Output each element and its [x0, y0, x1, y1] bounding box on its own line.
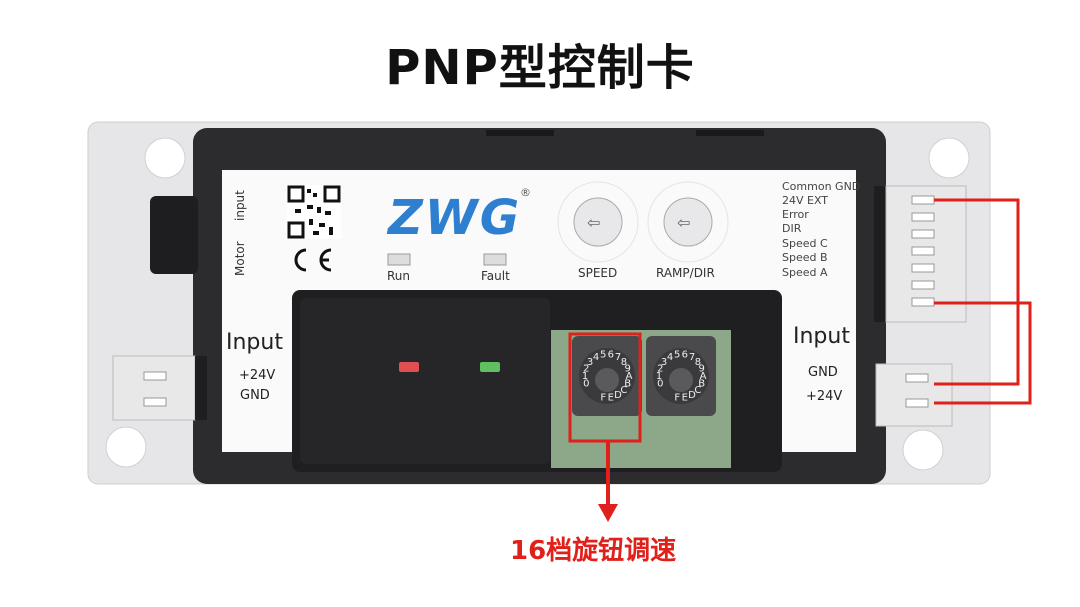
dial-digit: C	[620, 385, 627, 396]
dial-digit: 8	[695, 357, 701, 368]
left-input-line2: GND	[240, 388, 270, 403]
dial-digit: 4	[593, 352, 599, 363]
dial-digit: E	[682, 393, 688, 404]
terminal-block	[874, 185, 967, 323]
fault-label: Fault	[481, 269, 510, 283]
dial-digit: C	[694, 385, 701, 396]
ramp-dir-label: RAMP/DIR	[656, 266, 715, 280]
motor-connector	[150, 196, 198, 274]
mount-hole-bl	[105, 426, 147, 468]
terminal-label: 24V EXT	[782, 194, 828, 207]
run-led-window	[387, 253, 411, 266]
left-input-line1: +24V	[239, 368, 275, 383]
mount-hole-br	[902, 429, 944, 471]
wire-common-gnd	[934, 198, 1020, 386]
run-label: Run	[387, 269, 410, 283]
speed-dial-annotation: 16档旋钮调速	[510, 536, 677, 566]
down-arrow-icon	[598, 504, 618, 522]
dial-digit: 8	[621, 357, 627, 368]
dial-digit: B	[624, 379, 631, 390]
dial-digit: D	[614, 390, 622, 401]
fault-led-window	[483, 253, 507, 266]
right-input-connector	[875, 363, 953, 427]
dial-digit: 2	[583, 364, 589, 375]
terminal-label: Speed B	[782, 251, 828, 264]
page-title: PNP型控制卡	[385, 40, 695, 96]
dial-digit: 0	[657, 379, 663, 390]
dial-digit: E	[608, 393, 614, 404]
brand-logo: ZWG	[386, 190, 521, 246]
dial-digit: A	[626, 371, 633, 382]
dial-digit: D	[688, 390, 696, 401]
left-input-title: Input	[226, 330, 283, 355]
wire-24v-ext	[934, 301, 1032, 405]
dial-digit: 7	[689, 352, 695, 363]
qr-code	[287, 185, 341, 239]
right-input-line1: GND	[808, 365, 838, 380]
speed-label: SPEED	[578, 266, 617, 280]
run-led	[399, 362, 419, 372]
dial-digit: F	[674, 393, 680, 404]
terminal-label: DIR	[782, 222, 802, 235]
motor-vertical-label: Motor	[233, 241, 247, 276]
terminal-label: Error	[782, 208, 809, 221]
left-input-connector	[112, 355, 207, 421]
mount-hole-tl	[144, 137, 186, 179]
terminal-label: Speed C	[782, 237, 828, 250]
left-arrow-icon: ⇦	[587, 213, 600, 232]
right-input-title: Input	[793, 324, 850, 349]
dial-digit: F	[600, 393, 606, 404]
dial-digit: 3	[587, 357, 593, 368]
dial-digit: 6	[608, 349, 614, 360]
dial-digit: 1	[656, 371, 662, 382]
right-input-line2: +24V	[806, 389, 842, 404]
dial-digit: 7	[615, 352, 621, 363]
dial-digit: 0	[583, 379, 589, 390]
terminal-labels: Common GND 24V EXT Error DIR Speed C Spe…	[782, 180, 860, 279]
dial-digit: 9	[699, 364, 705, 375]
dial-digit: 9	[625, 364, 631, 375]
dial-digit: 5	[674, 349, 680, 360]
dial-digit: 1	[582, 371, 588, 382]
left-arrow-icon: ⇦	[677, 213, 690, 232]
dial-digit: B	[698, 379, 705, 390]
ramp-dir-knob	[663, 197, 713, 247]
dial-digit: A	[700, 371, 707, 382]
terminal-label: Common GND	[782, 180, 860, 193]
dial-digit: 6	[682, 349, 688, 360]
fault-led	[480, 362, 500, 372]
registered-mark: ®	[520, 186, 531, 199]
dial-digit: 4	[667, 352, 673, 363]
dial-digit: 3	[661, 357, 667, 368]
dial-highlight-box	[568, 332, 642, 443]
dial-digit: 2	[657, 364, 663, 375]
speed-knob	[573, 197, 623, 247]
terminal-label: Speed A	[782, 266, 828, 279]
input-vertical-label: input	[233, 190, 247, 221]
ce-mark	[294, 248, 332, 272]
mount-hole-tr	[928, 137, 970, 179]
dial-digit: 5	[600, 349, 606, 360]
